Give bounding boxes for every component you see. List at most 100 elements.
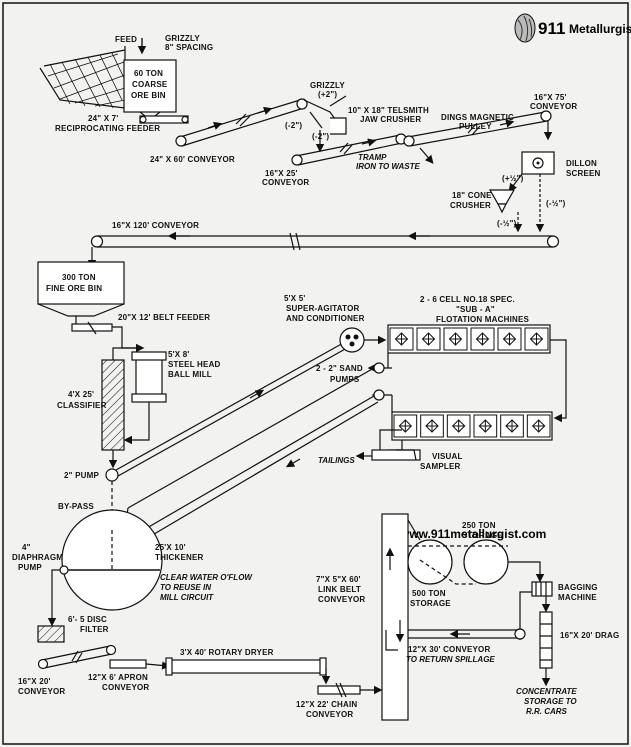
pump-2in-label: 2" PUMP [64,471,99,480]
grizzly-and-coarse-bin: FEED GRIZZLY 8" SPACING 60 TON COARSE OR… [39,34,213,133]
conv-16x25-size: 16"X 25' [265,169,298,178]
jaw-crusher-group: GRIZZLY (+2") 10" X 18" TELSMITH JAW CRU… [285,81,429,153]
dings-label: DINGS MAGNETIC [441,113,514,122]
impeller-icon [502,332,517,346]
agitator-label: SUPER-AGITATOR [286,304,359,313]
filter-label: FILTER [80,625,109,634]
website-watermark: www.911metallurgist.com [399,527,546,541]
conv-16x20-size: 16"X 20' [18,677,51,686]
filter-size: 6'- 5 DISC [68,615,107,624]
concentrate-label: CONCENTRATE [516,687,577,696]
minus-half-a: (-½") [546,199,566,208]
tramp-label: TRAMP [358,153,387,162]
impeller-icon [398,419,413,433]
grizzly-2-label: GRIZZLY [310,81,345,90]
impeller-icon [394,332,409,346]
impeller-icon [421,332,436,346]
conv-16x75-size: 16"X 75' [534,93,567,102]
impeller-icon [505,419,519,433]
agitator-size: 5'X 5' [284,294,305,303]
impeller-icon [478,419,493,433]
visual-sampler [371,449,421,461]
flotation-model: "SUB - A" [456,305,495,314]
fine-ore-bin [37,261,125,305]
classifier-label: CLASSIFIER [57,401,107,410]
impeller-icon [529,332,544,346]
telsmith-size: 10" X 18" TELSMITH [348,106,429,115]
pump-2in [105,468,119,482]
link-belt-conveyor [381,513,409,721]
conv-12x30-label: TO RETURN SPILLAGE [406,655,495,664]
minus2-b: (-2") [312,132,329,141]
conv-16x20-label: CONVEYOR [18,687,65,696]
pump-2in-group: 2" PUMP BY-PASS [58,341,348,530]
minus2-a: (-2") [285,121,302,130]
conv-16x25-label: CONVEYOR [262,178,309,187]
fine-bin-label: FINE ORE BIN [46,284,102,293]
apron-label: CONVEYOR [102,683,149,692]
diaphragm-label: DIAPHRAGM [12,553,63,562]
classifier-size: 4'X 25' [68,390,94,399]
coarse-ore-bin [123,59,177,113]
sand-pumps-count: 2 - 2" SAND [316,364,363,373]
conv-12x30-size: 12"X 30' CONVEYOR [408,645,490,654]
impeller-icon [475,332,490,346]
thickener-size: 25'X 10' [155,543,186,552]
coarse-bin-name: ORE BIN [131,91,166,100]
clear-reuse-label: TO REUSE IN [160,583,211,592]
chain-size: 12"X 22' CHAIN [296,700,357,709]
dryer-label: 3'X 40' ROTARY DRYER [180,648,274,657]
grizzly-label: GRIZZLY [165,34,200,43]
ball-mill [135,353,163,399]
conv-16x120-label: 16"X 120' CONVEYOR [112,221,199,230]
storage250-label: STORAGE [462,531,503,540]
storage500-label: STORAGE [410,599,451,608]
sand-pump-1 [373,362,385,374]
thickener-group: 25'X 10' THICKENER CLEAR WATER O'FLOW TO… [12,509,546,611]
impeller-icon [425,419,439,433]
super-agitator [339,327,365,353]
feed-label: FEED [115,35,137,44]
sampler-label: SAMPLER [420,462,461,471]
diaphragm-pump [59,565,69,575]
chain-label: CONVEYOR [306,710,353,719]
rotary-dryer [169,659,323,674]
cone-label: CRUSHER [450,201,491,210]
flotation-row-1 [387,324,551,354]
clear-circuit-label: MILL CIRCUIT [160,593,214,602]
conveyor-16x120: 16"X 120' CONVEYOR [87,221,560,269]
bypass-label: BY-PASS [58,502,94,511]
dings-pulley-label: PULLEY [459,122,492,131]
ball-mill-size: 5'X 8' [168,350,189,359]
conv-24x60-label: 24" X 60' CONVEYOR [150,155,235,164]
filter-dryer-group: 6'- 5 DISC FILTER 16"X 20' CONVEYOR 12"X… [18,569,383,719]
drag-label: 16"X 20' DRAG [560,631,619,640]
bagging-machine [531,581,553,597]
reciprocating-feeder [139,115,189,124]
magnetic-pulley-group: TRAMP IRON TO WASTE DINGS MAGNETIC PULLE… [356,93,577,171]
disc-filter [37,625,65,643]
coarse-bin-capacity: 60 TON [134,69,163,78]
sand-pumps-label: PUMPS [330,375,360,384]
flotation-group: 5'X 5' SUPER-AGITATOR AND CONDITIONER 2 … [121,294,567,551]
dillon-label: DILLON [566,159,597,168]
flotation-spec: 2 - 6 CELL NO.18 SPEC. [420,295,515,304]
ball-mill-label: BALL MILL [168,370,212,379]
agitator-conditioner: AND CONDITIONER [286,314,365,323]
dillon-screen-label: SCREEN [566,169,601,178]
recip-feeder-label: RECIPROCATING FEEDER [55,124,160,133]
tailings-label: TAILINGS [318,456,355,465]
conveyor-16x25: 16"X 25' CONVEYOR [262,133,407,187]
conveyor-24x60: 24" X 60' CONVEYOR [150,98,308,164]
clear-water-label: CLEAR WATER O'FLOW [160,573,253,582]
minus-half-b: (-½") [497,219,517,228]
link-conveyor-label: CONVEYOR [318,595,365,604]
diaphragm-size: 4" [22,543,31,552]
recip-feeder-size: 24" X 7' [88,114,118,123]
visual-label: VISUAL [432,452,463,461]
logo-number: 911 [538,19,565,38]
logo-name: Metallurgist [569,22,631,36]
flotation-row-2 [391,411,553,441]
